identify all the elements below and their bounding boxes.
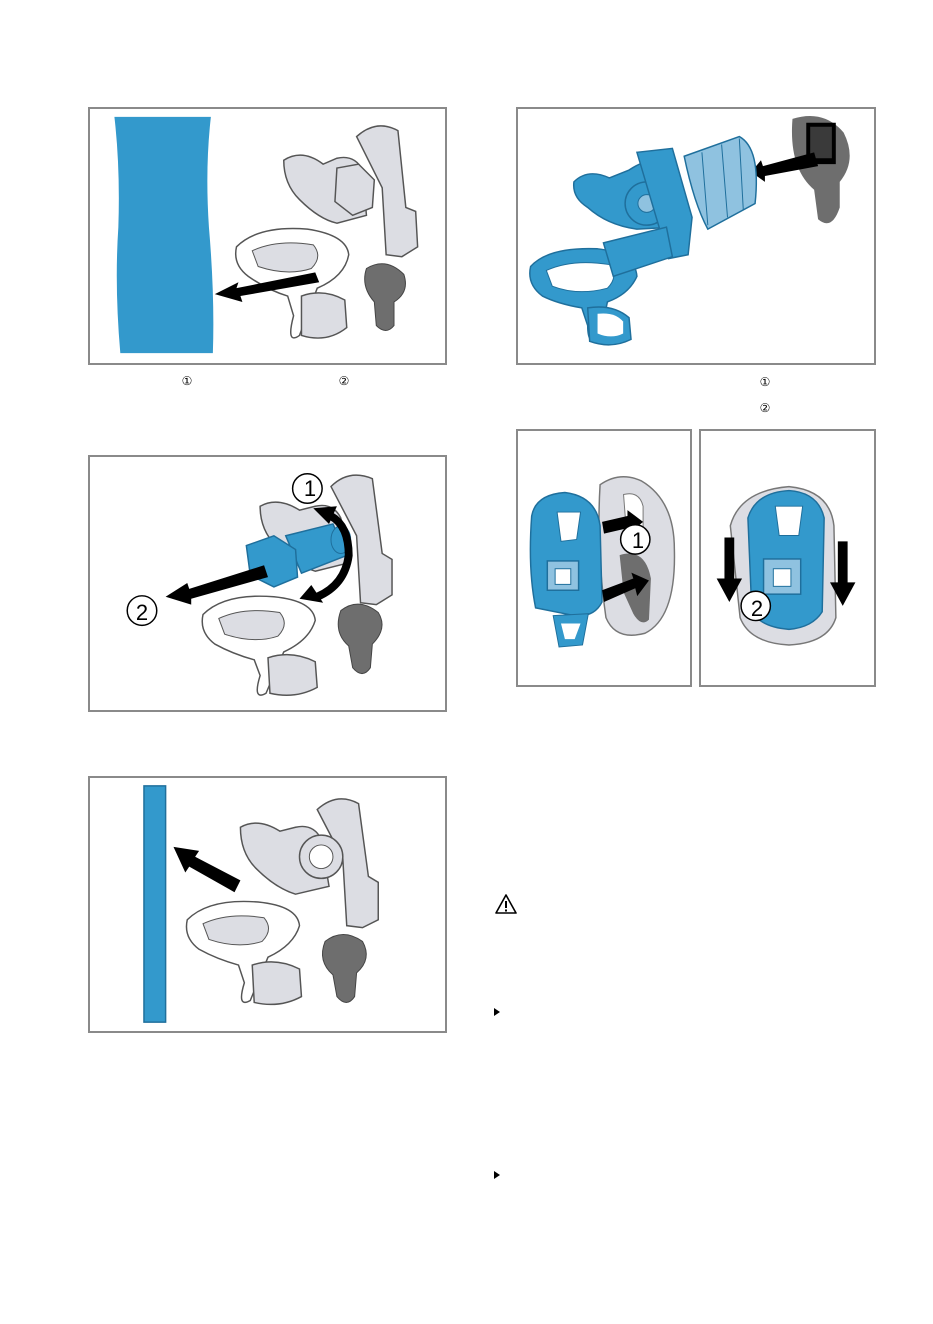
bullet-arrow-icon: [494, 1171, 500, 1179]
figure-4-illustration: [518, 109, 874, 363]
figure-3-illustration: [90, 778, 445, 1031]
figure-5-insert-cap: 1: [516, 429, 692, 687]
figure-4-callout-2: ②: [758, 401, 772, 415]
figure-2-unscrew: 1 2: [88, 455, 447, 712]
warning-icon: [494, 893, 518, 915]
figure-4-callout-1: ①: [758, 375, 772, 389]
figure-2-callout-1: 1: [298, 475, 322, 503]
figure-1-callout-2: ②: [337, 374, 351, 388]
figure-2-callout-2: 2: [130, 599, 154, 627]
figure-1-remove-strip: [88, 107, 447, 365]
figure-6-illustration: [701, 431, 874, 685]
figure-4-foot-plug: [516, 107, 876, 365]
figure-1-callout-1: ①: [180, 374, 194, 388]
figure-2-illustration: [90, 457, 445, 710]
bullet-arrow-icon: [494, 1008, 500, 1016]
figure-6-press-down: 2: [699, 429, 876, 687]
figure-5-illustration: [518, 431, 690, 685]
figure-5-callout-1: 1: [626, 527, 650, 555]
figure-6-callout-2: 2: [745, 595, 769, 623]
figure-1-illustration: [90, 109, 445, 363]
figure-3-fit-strip: [88, 776, 447, 1033]
